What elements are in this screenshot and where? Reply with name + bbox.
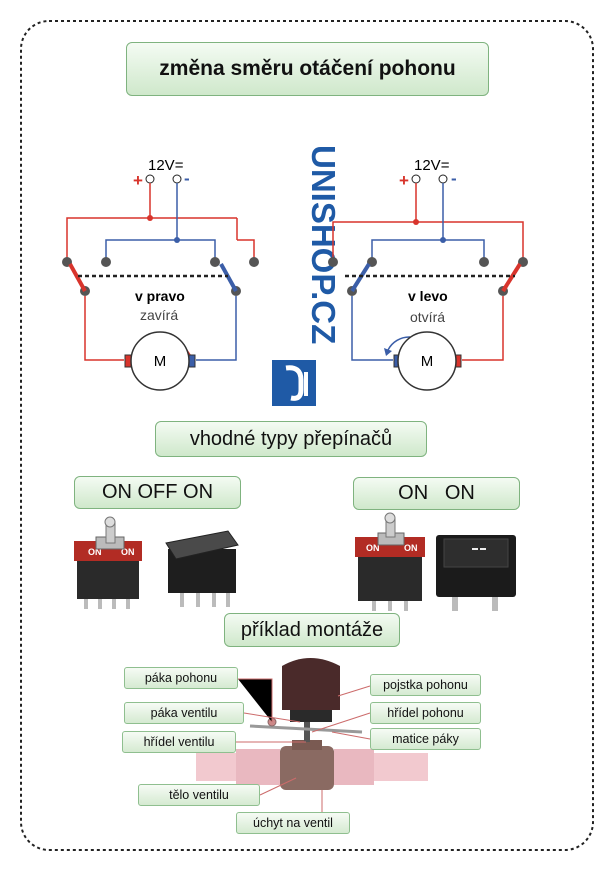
toggle-switch-on-on-icon: ON ON	[355, 512, 425, 611]
mounting-heading: příklad montáže	[224, 613, 400, 647]
right-minus-sign: -	[451, 169, 457, 188]
part-label-matice: matice páky	[370, 728, 481, 750]
brand-text: UNISHOP.CZ	[305, 145, 342, 344]
part-label-pojistka: pojstka pohonu	[370, 674, 481, 696]
right-direction-label: v levo	[408, 288, 448, 304]
left-action-label: zavírá	[140, 307, 178, 323]
left-supply-label: 12V=	[148, 157, 184, 174]
part-label-hridel-pohonu: hřídel pohonu	[370, 702, 481, 724]
wiring-diagrams: 12V= + - v pravo zavírá M	[62, 145, 528, 406]
right-minus-terminal	[438, 174, 448, 184]
left-minus-sign: -	[184, 169, 190, 188]
svg-text:ON: ON	[88, 547, 102, 557]
switch-on-off-on-label: ON OFF ON	[74, 476, 241, 509]
part-label-uchyt: úchyt na ventil	[236, 812, 350, 834]
page-title: změna směru otáčení pohonu	[126, 42, 489, 96]
left-minus-terminal	[172, 174, 182, 184]
switch-types-heading: vhodné typy přepínačů	[155, 421, 427, 457]
svg-text:ON: ON	[366, 543, 380, 553]
left-motor-icon	[130, 331, 190, 391]
svg-text:ON: ON	[121, 547, 135, 557]
right-motor-label: M	[421, 353, 434, 370]
left-plus-sign: +	[133, 171, 143, 190]
switch-on-on-label: ON ON	[353, 477, 520, 510]
brand-logo: UNISHOP.CZ	[272, 145, 342, 406]
right-circuit: 12V= + - v levo otvírá M	[328, 157, 528, 391]
left-direction-label: v pravo	[135, 288, 185, 304]
svg-text:ON: ON	[404, 543, 418, 553]
right-action-label: otvírá	[410, 309, 445, 325]
right-motor-icon	[397, 331, 457, 391]
left-circuit: 12V= + - v pravo zavírá M	[62, 157, 259, 391]
left-plus-terminal	[145, 174, 155, 184]
valve-assembly-diagram	[196, 658, 428, 813]
part-label-paka-ventilu: páka ventilu	[124, 702, 244, 724]
right-plus-terminal	[411, 174, 421, 184]
right-supply-label: 12V=	[414, 157, 450, 174]
right-plus-sign: +	[399, 171, 409, 190]
toggle-switch-on-off-on-icon: ON ON	[74, 516, 142, 609]
part-label-paka-pohonu: páka pohonu	[124, 667, 238, 689]
left-motor-label: M	[154, 353, 167, 370]
part-label-hridel-ventilu: hřídel ventilu	[122, 731, 236, 753]
rocker-switch-on-on-icon	[436, 535, 516, 611]
switch-images: ON ON ON ON	[74, 512, 516, 611]
part-label-telo-ventilu: tělo ventilu	[138, 784, 260, 806]
rocker-switch-on-off-on-icon	[165, 530, 239, 607]
